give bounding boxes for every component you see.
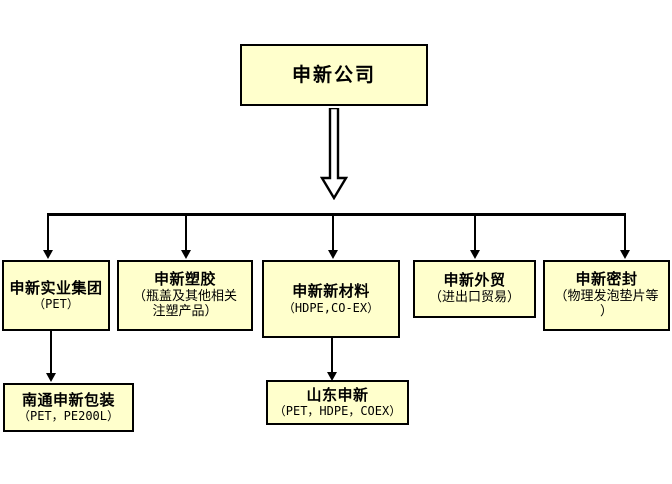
node-subtitle-line-1: （PET，PE200L）	[17, 409, 120, 424]
connector-industrial-group-to-nantong	[50, 331, 52, 375]
node-title: 申新塑胶	[153, 270, 216, 289]
connector-horizontal-bus	[47, 213, 626, 216]
arrowhead-division-4	[470, 250, 480, 259]
node-subtitle-line-1: （物理发泡垫片等	[554, 289, 659, 305]
block-arrow-root-to-bus	[319, 106, 349, 201]
node-division-shenxin-foreign-trade[interactable]: 申新外贸 （进出口贸易）	[413, 260, 536, 318]
node-division-shenxin-plastics[interactable]: 申新塑胶 （瓶盖及其他相关 注塑产品）	[117, 260, 253, 331]
node-title: 申新公司	[291, 63, 376, 86]
arrowhead-division-3	[328, 250, 338, 259]
node-subtitle-line-1: （瓶盖及其他相关	[132, 289, 237, 305]
node-subtitle-line-1: （PET，HDPE，COEX）	[273, 404, 402, 419]
node-title: 申新新材料	[292, 282, 370, 301]
connector-drop-to-division-5	[624, 213, 626, 251]
arrowhead-nantong-packaging	[46, 373, 56, 382]
node-division-shenxin-industrial-group[interactable]: 申新实业集团 （PET）	[2, 260, 110, 331]
node-root-shenxin-company[interactable]: 申新公司	[240, 44, 428, 106]
node-title: 南通申新包装	[21, 390, 115, 409]
connector-new-materials-to-shandong	[331, 338, 333, 375]
node-title: 申新外贸	[443, 271, 506, 290]
arrowhead-division-2	[181, 250, 191, 259]
node-division-shenxin-sealing[interactable]: 申新密封 （物理发泡垫片等 ）	[543, 260, 670, 331]
node-subtitle-line-2: ）	[599, 304, 613, 320]
connector-drop-to-division-4	[474, 213, 476, 251]
arrowhead-shandong-shenxin	[327, 372, 337, 381]
connector-drop-to-division-3	[332, 213, 334, 251]
connector-drop-to-division-1	[47, 213, 49, 251]
node-subsidiary-nantong-shenxin-packaging[interactable]: 南通申新包装 （PET，PE200L）	[3, 383, 134, 432]
node-title: 山东申新	[306, 385, 369, 404]
node-title: 申新实业集团	[9, 278, 103, 297]
node-subtitle-line-2: 注塑产品）	[152, 304, 218, 320]
node-title: 申新密封	[575, 270, 638, 289]
connector-drop-to-division-2	[185, 213, 187, 251]
arrowhead-division-1	[43, 250, 53, 259]
node-subtitle-line-1: （PET）	[33, 297, 79, 312]
node-subtitle-line-1: （进出口贸易）	[428, 290, 520, 306]
node-subtitle-line-1: （HDPE,CO-EX）	[282, 300, 380, 315]
node-subsidiary-shandong-shenxin[interactable]: 山东申新 （PET，HDPE，COEX）	[266, 380, 409, 425]
arrowhead-division-5	[620, 250, 630, 259]
node-division-shenxin-new-materials[interactable]: 申新新材料 （HDPE,CO-EX）	[262, 260, 400, 338]
